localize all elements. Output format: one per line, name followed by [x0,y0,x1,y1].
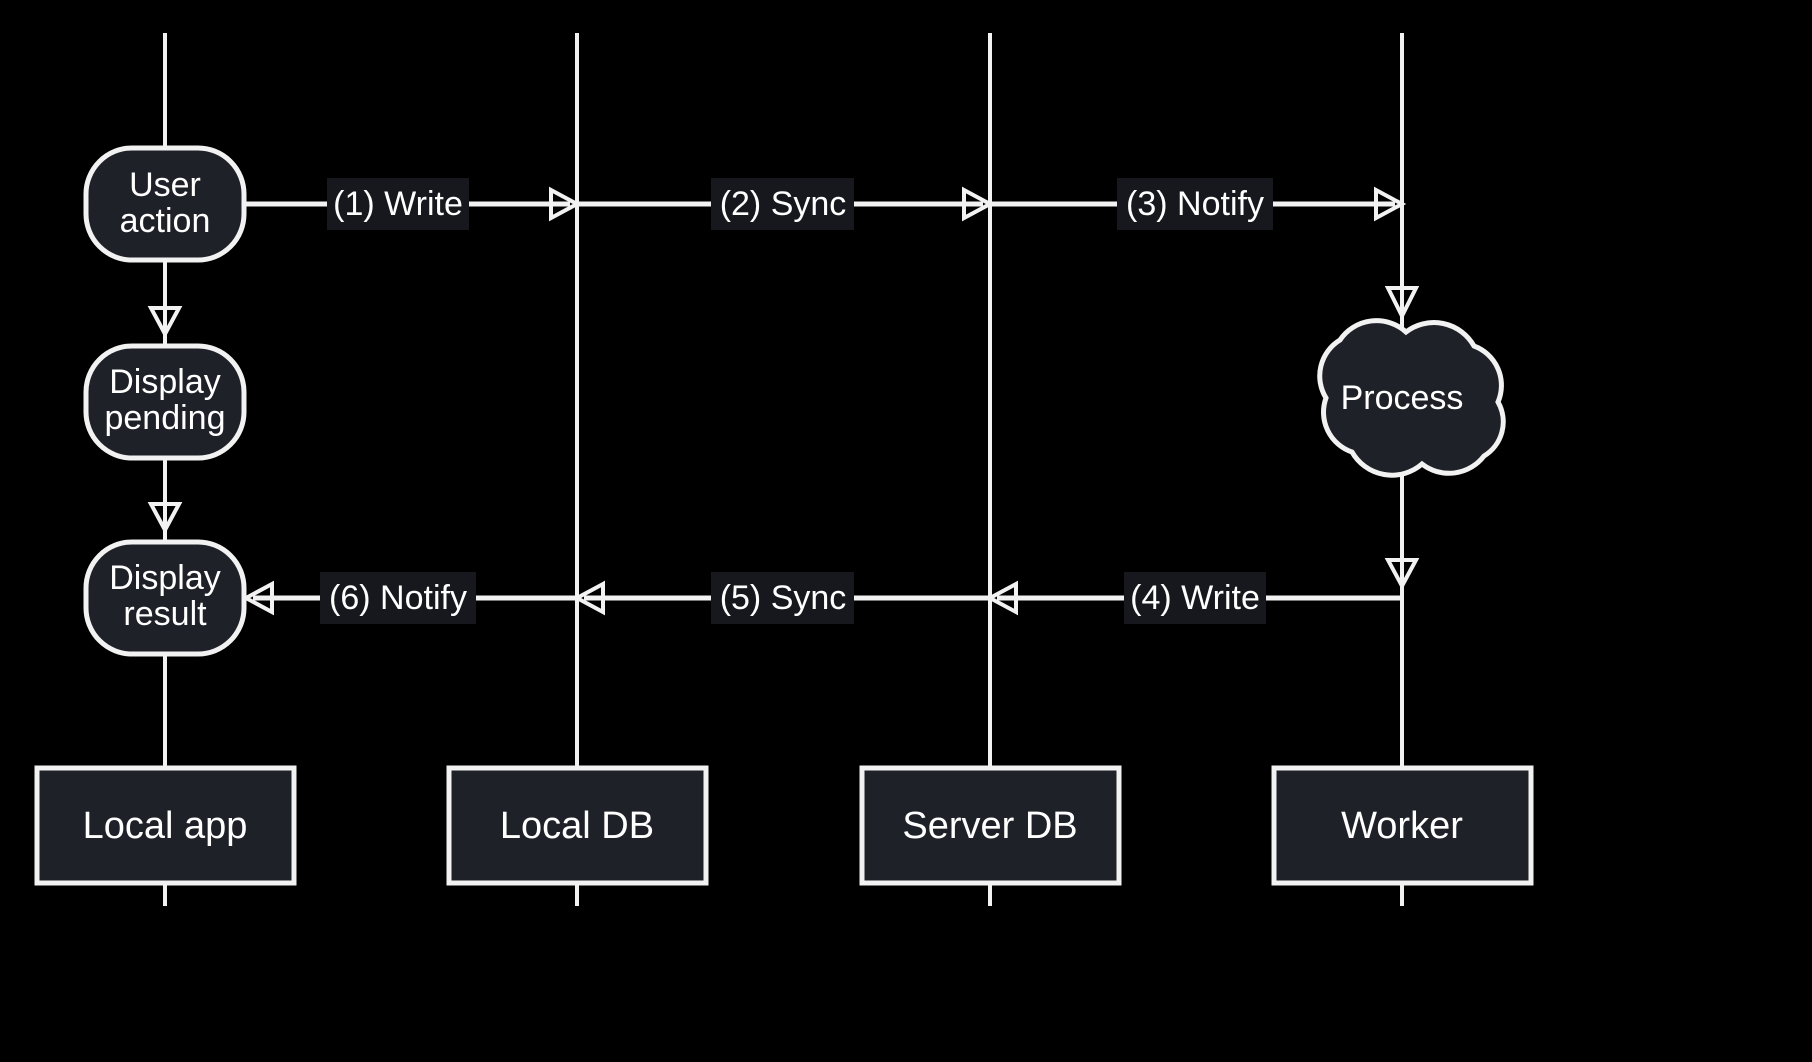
msg-5-label-bg [711,572,854,624]
msg-4-label: (4) Write [1124,572,1266,624]
participant-local-app[interactable]: Local app [34,765,297,886]
msg-2-label-bg [711,178,854,230]
participant-worker-box [1271,765,1534,886]
msg-5-arrowhead [572,580,605,616]
node-display-result-shape [83,539,247,657]
node-user-action-label-line1: User [129,166,201,204]
msg-6-label-bg [320,572,476,624]
node-display-result[interactable]: Display result [83,539,247,657]
node-display-result-label-line1: Display [109,559,220,597]
msg-6-arrowhead [241,580,274,616]
node-process-cloud-shape [1317,318,1506,478]
participant-local-app-label: Local app [83,805,248,847]
message-labels-group: (1) Write (2) Sync (3) Notify (4) Write … [320,178,1273,624]
flow-arrowhead-display-pending [147,306,183,339]
msg-4-label-bg [1124,572,1266,624]
msg-3-label: (3) Notify [1117,178,1273,230]
msg-2-arrowhead [962,186,995,222]
participant-server-db-box [859,765,1122,886]
msg-1-label-bg [327,178,469,230]
node-user-action-label-line2: action [120,202,211,240]
participant-server-db-label: Server DB [902,805,1077,847]
flow-arrowhead-process [1384,286,1420,321]
participant-worker[interactable]: Worker [1271,765,1534,886]
participant-boxes-group: Local app Local DB Server DB Worker [34,765,1534,886]
msg-2-label-text: (2) Sync [720,185,847,223]
msg-3-label-text: (3) Notify [1126,185,1264,223]
node-display-pending-label-line2: pending [104,399,225,437]
msg-3-arrowhead [1374,186,1407,222]
participant-local-db[interactable]: Local DB [446,765,709,886]
msg-1-label-text: (1) Write [333,185,463,223]
participant-local-db-label: Local DB [500,805,654,847]
flow-arrowhead-worker-write [1384,558,1420,591]
node-display-result-label-line2: result [123,595,207,633]
node-display-pending-label-line1: Display [109,363,220,401]
node-process[interactable]: Process [1317,318,1506,478]
msg-5-label-text: (5) Sync [720,579,847,617]
msg-1-arrowhead [549,186,582,222]
node-display-pending[interactable]: Display pending [83,343,247,461]
msg-3-label-bg [1117,178,1273,230]
node-user-action-shape [83,145,247,263]
node-process-label: Process [1341,379,1464,417]
lifelines-group [163,33,1404,906]
node-display-pending-shape [83,343,247,461]
local-app-flow-group [147,260,183,535]
participant-server-db[interactable]: Server DB [859,765,1122,886]
node-user-action[interactable]: User action [83,145,247,263]
participant-local-db-box [446,765,709,886]
msg-5-label: (5) Sync [711,572,854,624]
msg-1-label: (1) Write [327,178,469,230]
flow-arrowhead-display-result [147,502,183,535]
msg-2-label: (2) Sync [711,178,854,230]
msg-4-arrowhead [985,580,1018,616]
msg-4-label-text: (4) Write [1130,579,1260,617]
worker-flow-group [1384,204,1420,591]
participant-local-app-box [34,765,297,886]
msg-6-label-text: (6) Notify [329,579,467,617]
participant-worker-label: Worker [1341,805,1463,847]
msg-6-label: (6) Notify [320,572,476,624]
